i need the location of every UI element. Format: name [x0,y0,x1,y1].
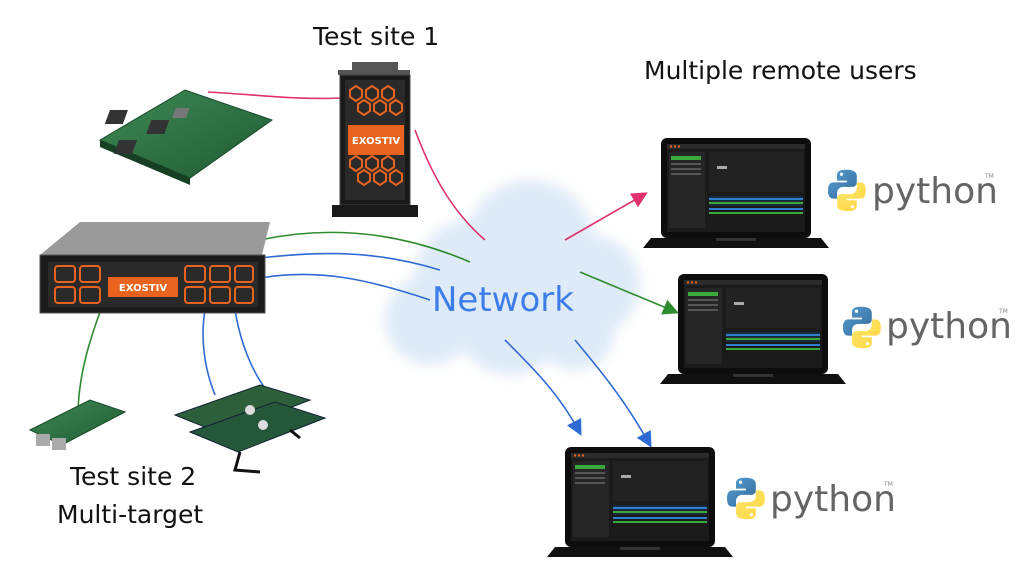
cloud-icon [385,180,640,375]
python-tm-1: TM [984,173,994,180]
label-network: Network [432,280,574,320]
link-rack-blue2-to-cloud [259,273,431,301]
tower-server-icon: EXOSTIV [332,62,418,217]
label-multiple-remote-users: Multiple remote users [644,56,917,85]
label-test-site-1: Test site 1 [313,22,440,51]
python-tm-3: TM [883,481,893,488]
link-rack-to-nic [77,311,101,409]
fpga-board-icon [98,89,274,185]
link-rack-blue1-to-cloud [259,252,441,271]
python-wordmark-2: python [886,306,1012,347]
nic-card-icon [28,399,127,450]
laptop-icon-3 [547,447,733,557]
python-wordmark-1: python [872,171,998,212]
python-wordmark-3: python [770,479,896,520]
link-rack-to-fpga-b [234,309,271,396]
python-logo-icon-1: python TM [828,169,998,212]
label-test-site-2: Test site 2 [70,462,197,491]
rack-server-icon: EXOSTIV [39,222,270,314]
link-rack-green-to-cloud [259,231,471,263]
python-logo-icon-2: python TM [843,306,1012,349]
exostiv-logo-rack: EXOSTIV [119,283,167,294]
fpga-stack-icon [173,384,327,474]
laptop-icon-2 [660,274,846,384]
link-board-to-tower [207,91,341,100]
label-multi-target: Multi-target [57,500,204,529]
link-tower-to-cloud [414,129,486,241]
exostiv-logo-tower: EXOSTIV [352,136,400,147]
link-rack-to-fpga-a [202,309,216,396]
arrow-to-laptop-3b [574,339,652,448]
python-tm-2: TM [998,308,1008,315]
laptop-icon-1 [643,138,829,248]
arrow-to-laptop-2 [579,271,679,315]
arrow-to-laptop-1 [564,192,648,241]
python-logo-icon-3: python TM [727,477,896,520]
connections [77,91,679,448]
arrow-to-laptop-3a [504,339,582,436]
